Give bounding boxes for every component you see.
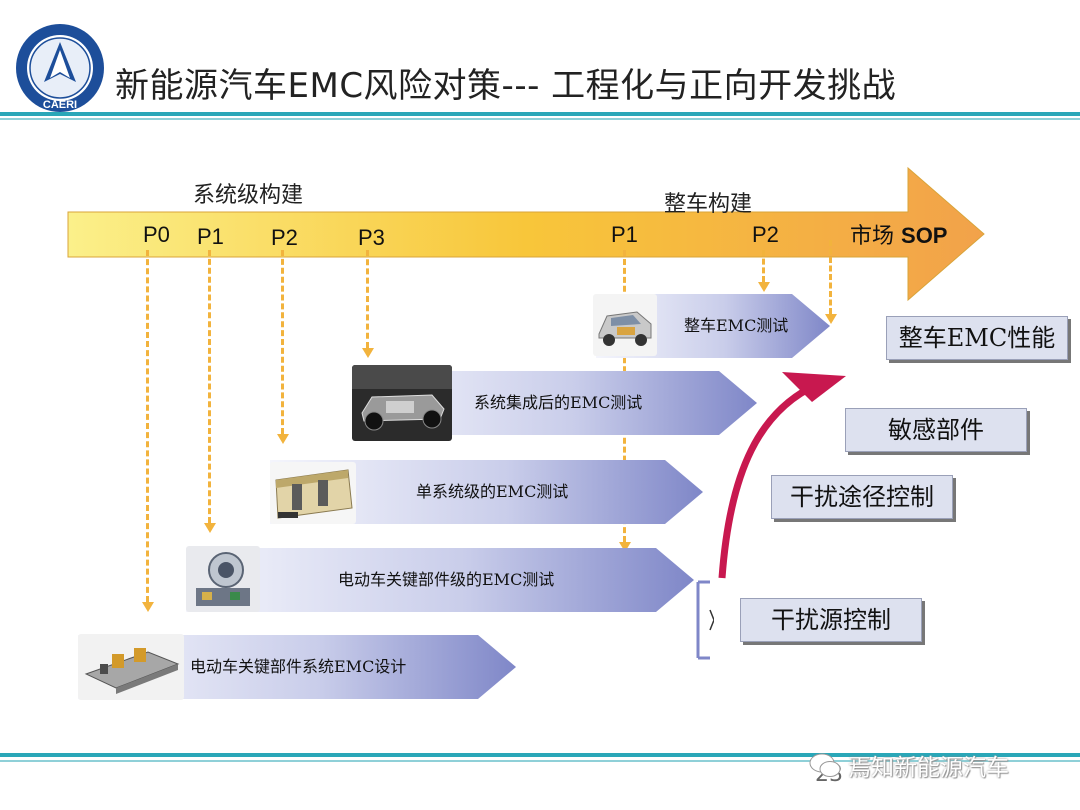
p2-dashed-line [281, 250, 284, 434]
stage-band-system-integration: 系统集成后的EMC测试 [352, 371, 757, 435]
stage-band-single-system: 单系统级的EMC测试 [270, 460, 703, 524]
interference-path-control-box: 干扰途径控制 [771, 475, 953, 519]
market-sop-label: 市场 SOP [850, 218, 947, 250]
footer-divider [0, 753, 1080, 757]
vehicle-p1-arrowhead [619, 542, 631, 552]
stage-band-key-component: 电动车关键部件级的EMC测试 [186, 548, 694, 612]
motor-component-photo [186, 546, 260, 612]
footer-divider-thin [0, 760, 1080, 762]
ev-platform-photo [352, 365, 452, 441]
stage-label: 电动车关键部件级的EMC测试 [338, 570, 555, 589]
milestone-vehicle-p1: P1 [611, 222, 638, 247]
watermark-text: 焉知新能源汽车 [848, 755, 1009, 781]
battery-pack-photo [270, 462, 356, 524]
caeri-logo: CAERI [16, 24, 104, 112]
p0-arrowhead [142, 602, 154, 612]
stage-band-component-design: 电动车关键部件系统EMC设计 [78, 635, 516, 699]
sensitive-parts-box: 敏感部件 [845, 408, 1027, 452]
header-divider [0, 112, 1080, 116]
milestone-p1: P1 [197, 224, 224, 249]
interference-source-control-box: 干扰源控制 [740, 598, 922, 642]
stage-label: 系统集成后的EMC测试 [474, 393, 643, 412]
vehicle-chassis-photo [593, 294, 657, 356]
vehicle-emc-performance-box: 整车EMC性能 [886, 316, 1068, 360]
p3-arrowhead [362, 348, 374, 358]
vehicle-p2-dashed-line [762, 250, 765, 282]
stage-label: 电动车关键部件系统EMC设计 [190, 657, 407, 676]
milestone-vehicle-p2: P2 [752, 222, 779, 247]
sop-label: SOP [901, 223, 948, 248]
p1-arrowhead [204, 523, 216, 533]
sop-arrowhead [825, 314, 837, 324]
stage-label: 单系统级的EMC测试 [416, 482, 569, 501]
milestone-p3: P3 [358, 225, 385, 250]
p2-arrowhead [277, 434, 289, 444]
header-divider-thin [0, 118, 1080, 120]
source-bracket [696, 580, 714, 660]
p3-dashed-line [366, 250, 369, 348]
component-bench-photo [78, 634, 184, 700]
stage-label: 整车EMC测试 [684, 316, 789, 335]
market-label: 市场 [850, 224, 895, 249]
p1-dashed-line [208, 250, 211, 523]
wechat-icon [809, 753, 841, 777]
system-build-label: 系统级构建 [193, 183, 304, 208]
page-title: 新能源汽车EMC风险对策--- 工程化与正向开发挑战 [115, 66, 897, 106]
milestone-p0: P0 [143, 222, 170, 247]
p0-dashed-line [146, 250, 149, 602]
sop-dashed-line [829, 240, 832, 314]
vehicle-p2-arrowhead [758, 282, 770, 292]
logo-text: CAERI [43, 99, 77, 111]
vehicle-build-label: 整车构建 [664, 192, 753, 217]
milestone-p2: P2 [271, 225, 298, 250]
